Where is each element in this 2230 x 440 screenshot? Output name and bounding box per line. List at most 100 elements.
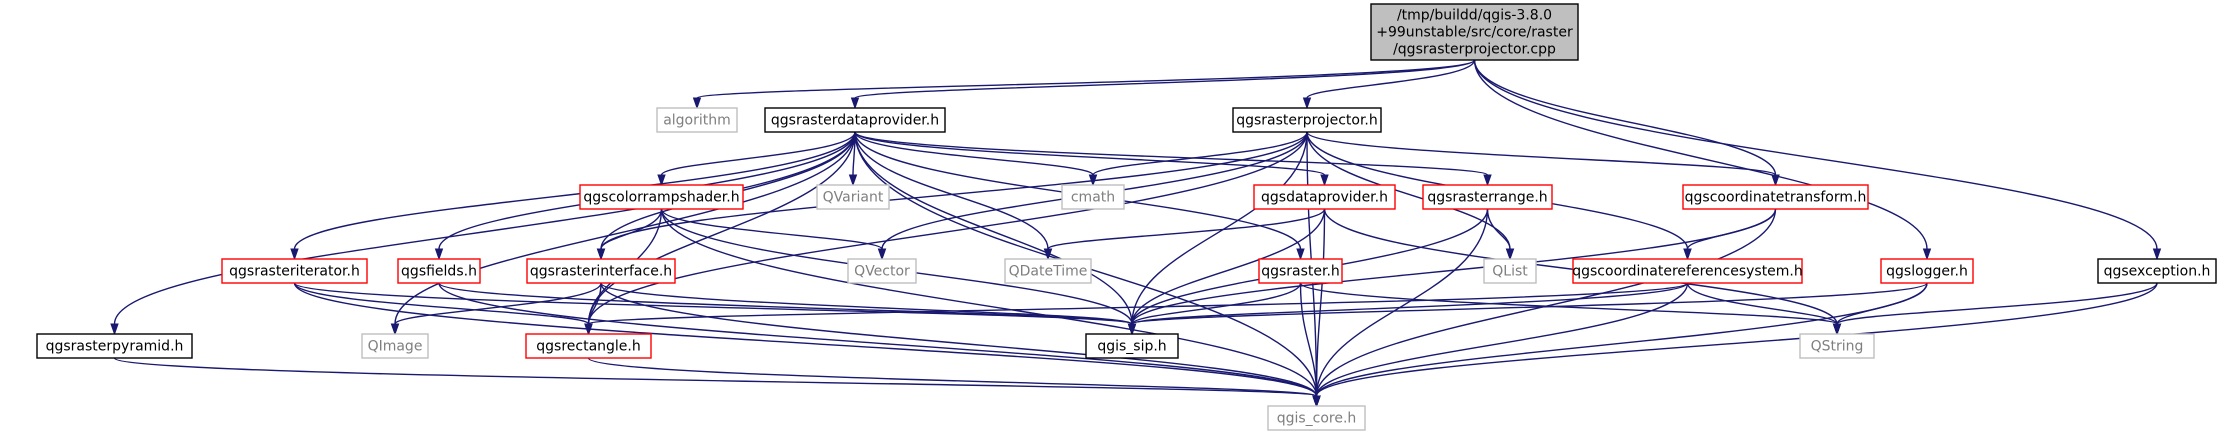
node-label: qgsrasterpyramid.h <box>46 339 184 355</box>
dependency-edge-root-to-algorithm <box>692 59 1476 110</box>
node-label: qgsrasterprojector.h <box>1236 113 1378 129</box>
node-box <box>1572 258 1803 284</box>
node-qstring: QString <box>1799 333 1875 359</box>
dependency-edge-qgscoordinatereferencesystem-to-qgsrectangle <box>584 282 1689 336</box>
dependency-edge-root-to-qgsexception <box>1473 59 2162 261</box>
node-qgsrectangle[interactable]: qgsrectangle.h <box>525 333 652 359</box>
dependency-edge-qgsrasterprojector-to-qgscoordinatetransform <box>1306 131 1780 187</box>
dependency-edge-qgscolorrampshader-to-qvector <box>660 208 887 261</box>
node-box <box>1085 333 1179 359</box>
node-box <box>1682 184 1869 210</box>
node-label: qgscoordinatereferencesystem.h <box>1572 264 1803 280</box>
node-root: /tmp/buildd/qgis-3.8.0+99unstable/src/co… <box>1370 3 1579 61</box>
node-label: QVector <box>854 264 910 280</box>
node-box <box>656 107 738 133</box>
dependency-edge-qgsexception-to-qgis_core <box>1312 282 2158 408</box>
node-qgslogger[interactable]: qgslogger.h <box>1880 258 1974 284</box>
node-qgsraster[interactable]: qgsraster.h <box>1258 258 1343 284</box>
node-box <box>1232 107 1382 133</box>
dependency-edge-qgslogger-to-qgis_sip <box>1127 282 1928 336</box>
node-label: qgsexception.h <box>2104 264 2211 280</box>
node-box <box>1061 184 1125 210</box>
node-label: QImage <box>368 339 423 355</box>
node-label: qgsrasteriterator.h <box>229 264 360 280</box>
node-label: qgsfields.h <box>401 264 477 280</box>
node-box <box>1267 405 1366 431</box>
node-qgscolorrampshader[interactable]: qgscolorrampshader.h <box>579 184 744 210</box>
node-label: algorithm <box>663 113 731 129</box>
node-qgsrasterprojector[interactable]: qgsrasterprojector.h <box>1232 107 1382 133</box>
node-box <box>1483 258 1537 284</box>
dependency-edge-qgslogger-to-qstring <box>1832 282 1928 336</box>
node-box <box>1422 184 1553 210</box>
node-qgsdataprovider[interactable]: qgsdataprovider.h <box>1253 184 1396 210</box>
dependency-edge-qgsrasterdataprovider-to-qgsrasterpyramid <box>110 131 856 336</box>
node-qgsrasterpyramid[interactable]: qgsrasterpyramid.h <box>36 333 193 359</box>
node-qgis_core: qgis_core.h <box>1267 405 1366 431</box>
node-box <box>2097 258 2217 284</box>
node-label: QList <box>1492 264 1528 280</box>
node-label: qgis_sip.h <box>1097 339 1166 355</box>
node-label: +99unstable/src/core/raster <box>1376 25 1573 41</box>
node-box <box>1258 258 1343 284</box>
node-qgis_sip[interactable]: qgis_sip.h <box>1085 333 1179 359</box>
dependency-edge-qgsrasterprojector-to-cmath <box>1088 131 1308 187</box>
node-box <box>397 258 481 284</box>
node-label: qgsdataprovider.h <box>1261 190 1388 206</box>
node-label: qgsrasterinterface.h <box>530 264 672 280</box>
node-label: qgslogger.h <box>1886 264 1968 280</box>
node-label: qgscolorrampshader.h <box>583 190 739 206</box>
dependency-edge-qgsrasterinterface-to-qimage <box>390 282 602 336</box>
dependency-edge-qgsraster-to-qgis_sip <box>1127 282 1302 336</box>
node-qgsrasterinterface[interactable]: qgsrasterinterface.h <box>526 258 676 284</box>
node-box <box>1880 258 1974 284</box>
node-box <box>36 333 193 359</box>
dependency-edge-root-to-qgsrasterprojector <box>1302 59 1476 110</box>
dependency-edge-qgsrasterdataprovider-to-qgscolorrampshader <box>657 131 856 187</box>
node-box <box>1799 333 1875 359</box>
node-box <box>361 333 429 359</box>
node-box <box>1370 3 1579 61</box>
dependency-edge-qgsexception-to-qstring <box>1832 282 2158 336</box>
dependency-edge-qgsrasterdataprovider-to-qgsrasterrange <box>854 131 1492 187</box>
dependency-edge-root-to-qgslogger <box>1473 59 1932 261</box>
node-label: /tmp/buildd/qgis-3.8.0 <box>1397 8 1552 24</box>
dependency-edge-qgscolorrampshader-to-qgis_core <box>660 208 1321 408</box>
dependency-edge-qgsrasterdataprovider-to-qgsdataprovider <box>854 131 1329 187</box>
node-cmath: cmath <box>1061 184 1125 210</box>
node-qgsrasteriterator[interactable]: qgsrasteriterator.h <box>221 258 368 284</box>
node-qgsrasterrange[interactable]: qgsrasterrange.h <box>1422 184 1553 210</box>
node-qgsfields[interactable]: qgsfields.h <box>397 258 481 284</box>
node-label: qgsraster.h <box>1261 264 1340 280</box>
node-label: qgsrasterdataprovider.h <box>771 113 939 129</box>
node-box <box>1004 258 1092 284</box>
node-label: QVariant <box>823 190 884 206</box>
dependency-edge-qgsrasterrange-to-qlist <box>1486 208 1515 261</box>
node-qgsrasterdataprovider[interactable]: qgsrasterdataprovider.h <box>764 107 946 133</box>
node-label: /qgsrasterprojector.cpp <box>1393 42 1556 58</box>
node-algorithm: algorithm <box>656 107 738 133</box>
dependency-edge-qgscoordinatetransform-to-qgscoordinatereferencesystem <box>1683 208 1777 261</box>
node-qlist: QList <box>1483 258 1537 284</box>
dependency-edge-root-to-qgsrasterdataprovider <box>850 59 1476 110</box>
node-box <box>525 333 652 359</box>
node-box <box>579 184 744 210</box>
node-qimage: QImage <box>361 333 429 359</box>
node-box <box>526 258 676 284</box>
node-box <box>221 258 368 284</box>
node-label: qgscoordinatetransform.h <box>1685 190 1867 206</box>
node-qgsexception[interactable]: qgsexception.h <box>2097 258 2217 284</box>
node-qgscoordinatetransform[interactable]: qgscoordinatetransform.h <box>1682 184 1869 210</box>
node-box <box>1253 184 1396 210</box>
node-label: QString <box>1811 339 1864 355</box>
node-label: qgsrasterrange.h <box>1427 190 1547 206</box>
node-label: cmath <box>1071 190 1115 206</box>
dependency-edge-qgsrasterdataprovider-to-qgis_sip <box>854 131 1137 336</box>
node-qgscoordinatereferencesystem[interactable]: qgscoordinatereferencesystem.h <box>1572 258 1803 284</box>
dependency-edge-qgscolorrampshader-to-qgsrasterinterface <box>596 208 663 261</box>
node-qvariant: QVariant <box>816 184 890 210</box>
node-label: qgis_core.h <box>1277 411 1357 427</box>
node-layer: /tmp/buildd/qgis-3.8.0+99unstable/src/co… <box>36 3 2217 431</box>
node-box <box>764 107 946 133</box>
